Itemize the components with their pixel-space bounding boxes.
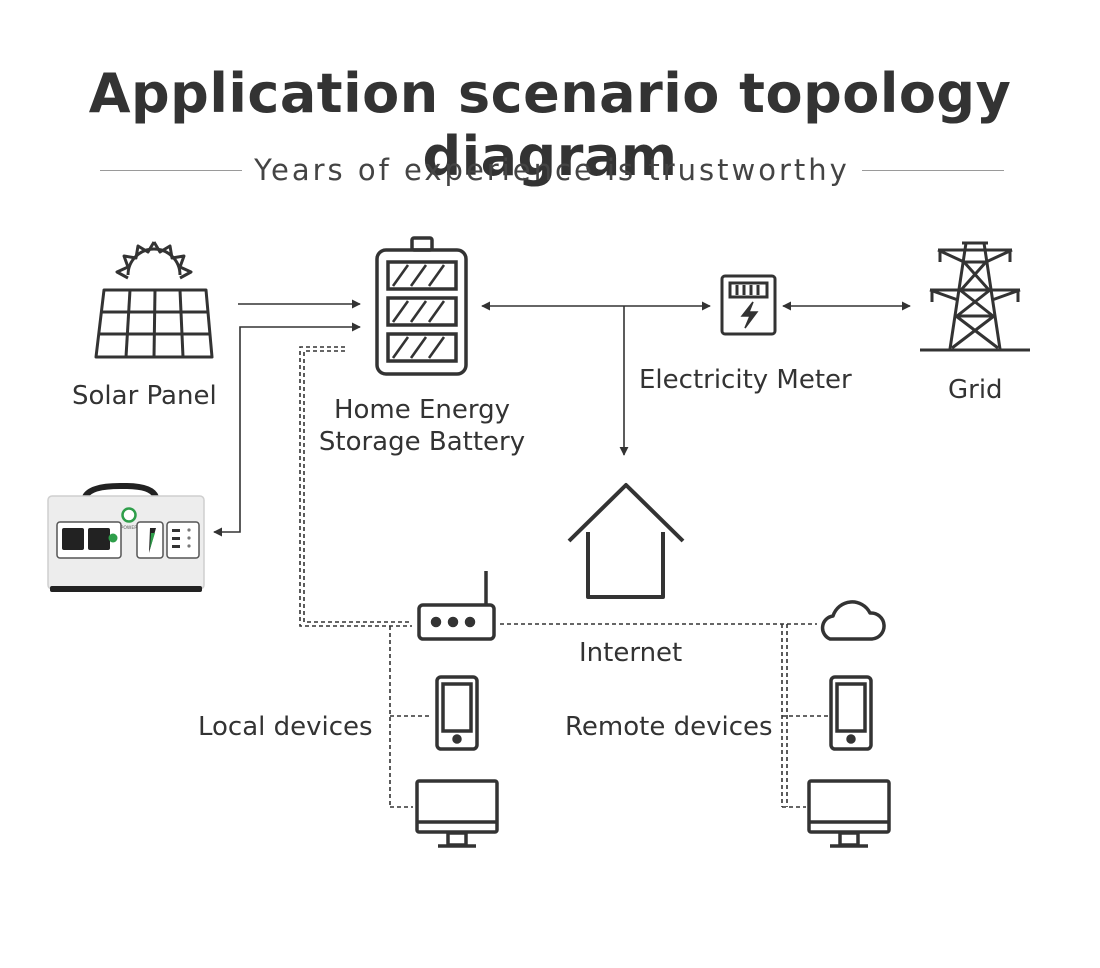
- local-devices-label: Local devices: [198, 712, 373, 742]
- portable-power-station-icon: POWER: [47, 483, 205, 592]
- solar-panel-icon: [94, 241, 214, 359]
- monitor-icon: [807, 779, 891, 848]
- subtitle-rule-left: [100, 169, 243, 171]
- battery-label-line1: Home Energy: [333, 395, 511, 425]
- internet-label: Internet: [579, 638, 683, 668]
- monitor-icon: [415, 779, 499, 848]
- page-title: Application scenario topology diagram: [88, 62, 1012, 188]
- subtitle-rule-right: [861, 169, 1004, 171]
- router-icon: [417, 571, 496, 641]
- power-button-label: POWER: [121, 525, 138, 531]
- network-connectors: [299, 346, 828, 808]
- electricity-meter-label: Electricity Meter: [639, 365, 852, 395]
- smartphone-icon: [435, 675, 479, 751]
- power-tower-icon: [920, 241, 1030, 352]
- solar-panel-label: Solar Panel: [72, 381, 217, 411]
- subtitle: Years of experience is trustworthy: [254, 153, 850, 187]
- electricity-meter-icon: [720, 274, 777, 336]
- grid-label: Grid: [948, 375, 1003, 405]
- smartphone-icon: [829, 675, 873, 751]
- cloud-icon: [820, 600, 886, 641]
- remote-devices-label: Remote devices: [565, 712, 773, 742]
- battery-icon: [375, 236, 468, 376]
- power-connectors: [213, 299, 911, 537]
- subtitle-row: Years of experience is trustworthy: [100, 150, 1004, 190]
- house-icon: [567, 483, 685, 599]
- battery-label-line2: Storage Battery: [318, 427, 526, 457]
